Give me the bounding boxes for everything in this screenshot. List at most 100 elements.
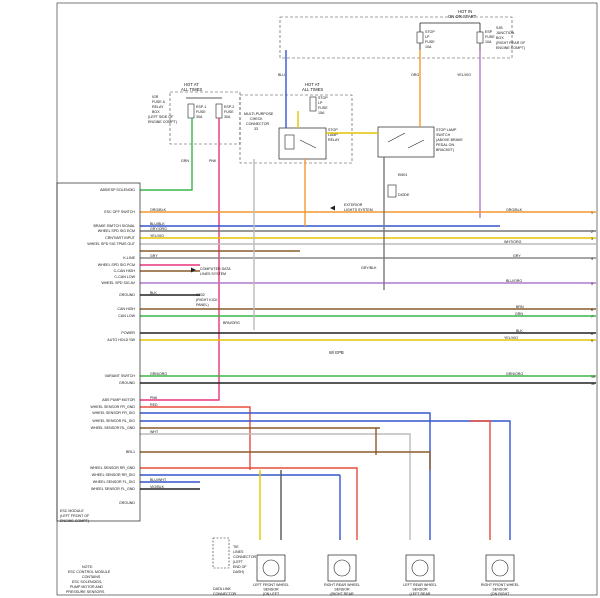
module-pin-label: WHEEL SENSOR RR_GND [90,466,135,470]
wheel-sensor-label: LEFT FRONT WHEEL [253,583,289,587]
slr-1: STOP [328,128,338,132]
right-ref-number: 2 [591,230,593,234]
wheel-sensor-label: (ON RIGHT [491,592,511,596]
sjb-label-1: SJB [496,26,503,30]
module-pin-label: WHEEL SPD SIG TPMS OUT [87,242,136,246]
right-ref-number: 10 [591,375,595,379]
mpcc-1: MULTI-PURPOSE [244,112,274,116]
wire-label-yel: YEL/VIO [150,234,164,238]
wire-label-gry-r: GRY [513,254,521,258]
wire-label-brn: BRN [516,305,524,309]
ext-lights-2: LIGHTS SYSTEM [344,208,373,212]
module-label-3: ENGINE COMPT) [60,519,89,523]
stop-mid-1: STOP [318,96,328,100]
wire-label-bluwht: BLU/WHT [150,478,167,482]
module-pin-label: BRL1 [126,450,135,454]
wheel-sensor-label: LEFT REAR WHEEL [403,583,436,587]
wire-label-whtorg: WHT/ORG [504,240,522,244]
hat-mid-1: HOT AT [305,82,320,87]
wheel-sensor-coil [333,559,351,577]
module-pin-label: WHEEL SPD SIG ECM [98,229,135,233]
wheel-sensor-coil [262,559,280,577]
sls-1: STOP LAMP [436,128,457,132]
hat-mid-2: ALL TIMES [302,87,323,92]
wheel-sensor-coil [411,559,429,577]
relay-box-3: RELAY [152,105,164,109]
right-ref-number: 9 [591,339,593,343]
tie-1: TIE [233,545,239,549]
module-pin-label: WHEEL SENSOR RL_SIG [92,419,135,423]
diode-label: EM01 [398,173,407,177]
w-epb-label: W/ EPB [329,350,344,355]
wire-label-pnk2: PNK [150,396,158,400]
module-pin-label: GROUND [119,501,135,505]
esp1-fuse-1: ESP-1 [196,105,206,109]
wire-label-blu: BLU [278,73,285,77]
note-5: PUMP MOTOR AND [70,585,103,589]
relay-box-6: ENGINE COMPT) [148,120,177,124]
esp2-fuse-3: 30A [224,115,231,119]
note-1: NOTE: [82,565,93,569]
ext-lights-1: EXTERIOR [344,203,363,207]
module-pin-label: WHEEL SENSOR FR_GND [90,405,135,409]
wire-label-orgblk: ORG/BLK [150,208,167,212]
sjb-box [279,16,513,59]
diagram-frame [56,2,598,596]
module-pin-label: WHEEL SENSOR FL_SIG [93,480,135,484]
stop-mid-3: FUSE [318,106,328,110]
relay-box-5: (LEFT SIDE OF [148,115,174,119]
module-pin-label: WHEEL SENSOR FL_GND [91,487,135,491]
module-pin-label: ABS PUMP MOTOR [102,398,135,402]
wire-label-org: ORG [411,73,419,77]
sjb-label-4: (RIGHT REAR OF [496,41,526,45]
hat-left-2: ALL TIMES [181,87,202,92]
module-pin-label: C-CAN LOW [114,275,135,279]
module-label-2: (LEFT FRONT OF [60,514,90,518]
wheel-sensor-box [485,554,515,582]
right-ref-number: 4 [591,257,593,261]
sls-4: PEDAL ON [436,143,454,147]
diode-box [387,184,397,198]
wire-label-wht: WHT [150,430,159,434]
tie-6: DASH) [233,570,244,574]
stop-fuse-4: 10A [425,45,432,49]
g032-2: (RIGHT KICK [196,298,218,302]
wheel-sensor-label: (ON LEFT [263,592,280,596]
module-pin-label: WHEEL SENSOR RL_GND [91,426,136,430]
wheel-sensor-label: (RIGHT REAR [330,592,354,596]
wire-label-vioblk: VIO/BLK [150,485,165,489]
right-ref-number: 8 [591,332,593,336]
tie-2: LINES [233,550,244,554]
wheel-sensor-label: RIGHT FRONT WHEEL [481,583,519,587]
sls-2: SWITCH [436,133,451,137]
right-ref-number: 5 [591,282,593,286]
wire-label-grnorg: GRN/ORG [150,372,167,376]
wire-label-gryblk: GRY/BLK [361,266,377,270]
note-2: ESC CONTROL MODULE [68,570,111,574]
wire-label-yelvio: YEL/VIO [504,336,518,340]
wire-label-red: RED [150,403,158,407]
mpcc-box [239,94,353,164]
module-pin-label: GROUND [119,381,135,385]
computer-data-1: COMPUTER DATA [200,267,231,271]
wire-label-ylv: YEL/VIO [457,73,471,77]
sjb-label-2: JUNCTION [496,31,515,35]
wheel-sensor-label: SENSOR [412,588,428,592]
wire-label-grnorg-r: GRN/ORG [506,372,523,376]
wheel-sensor-label: RIGHT REAR WHEEL [324,583,360,587]
wheel-sensor-label: SENSOR [334,588,350,592]
module-pin-label: WHEEL SENSOR FR_SIG [92,411,135,415]
module-label-1: ESC MODULE [60,509,84,513]
wheel-sensor-coil [491,559,509,577]
sls-3: (ABOVE BRAKE [436,138,463,142]
esp2-fuse-2: FUSE [224,110,234,114]
hot-run-label: HOT IN [458,9,472,14]
right-ref-number: 11 [591,382,595,386]
wire-label-blublk: BLU/BLK [150,222,165,226]
g032-1: G032 [196,293,205,297]
esp1-fuse-3: 30A [196,115,203,119]
module-pin-label: ABS/ESP SOLENOID [100,188,135,192]
wire-label-blk-r: BLK [516,329,523,333]
wire-label-brnorg: BRN/ORG [223,321,240,325]
wire-label-orgblk-r: ORG/BLK [506,208,523,212]
